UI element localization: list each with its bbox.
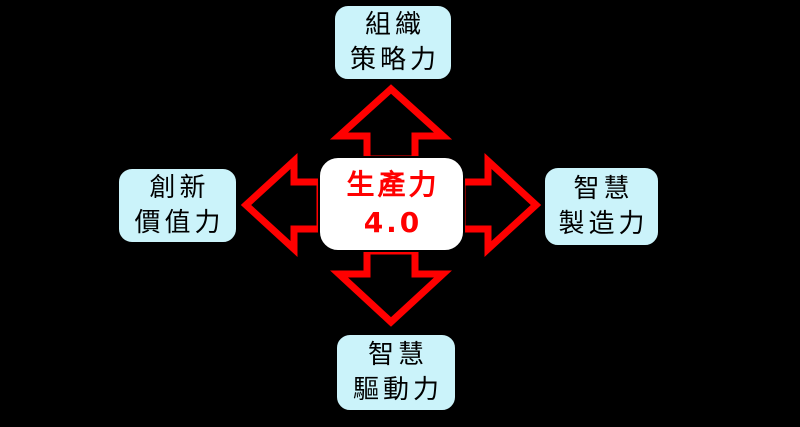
node-smart-driving: 智慧 驅動力 bbox=[335, 333, 457, 412]
node-text-line: 創新 bbox=[149, 172, 210, 203]
down-block-arrow bbox=[330, 247, 452, 327]
node-text-line: 組織 bbox=[364, 9, 425, 40]
left-block-arrow bbox=[240, 153, 324, 257]
node-organization-strategy: 組織 策略力 bbox=[333, 4, 453, 81]
right-block-arrow bbox=[458, 153, 542, 257]
node-text-line: 智慧 bbox=[367, 339, 428, 370]
node-text-line: 生產力 bbox=[346, 168, 440, 201]
node-smart-manufacturing: 智慧 製造力 bbox=[543, 166, 660, 247]
node-text-line: 價值力 bbox=[134, 207, 225, 238]
node-innovation-value: 創新 價值力 bbox=[117, 167, 238, 244]
up-block-arrow bbox=[329, 84, 453, 163]
node-text-line: 4.0 bbox=[363, 206, 423, 239]
node-text-line: 策略力 bbox=[349, 44, 440, 75]
node-productivity-4-0: 生產力 4.0 bbox=[318, 156, 465, 252]
node-text-line: 製造力 bbox=[558, 208, 649, 239]
node-text-line: 智慧 bbox=[573, 173, 634, 204]
node-text-line: 驅動力 bbox=[352, 374, 443, 405]
